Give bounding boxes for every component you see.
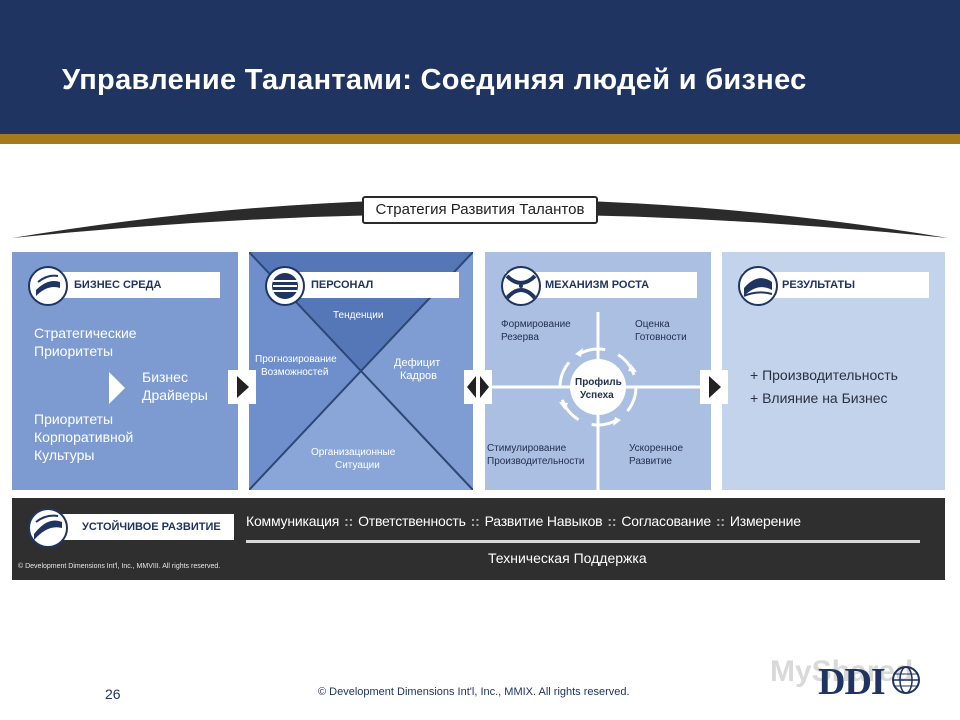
sustainability-bar: УСТОЙЧИВОЕ РАЗВИТИЕ Коммуникация::Ответс… <box>12 498 945 580</box>
org-situations-line1: Организационные <box>311 447 396 458</box>
item-communication: Коммуникация <box>246 513 340 529</box>
item-accountability: Ответственность <box>358 513 466 529</box>
culture-line1: Приоритеты <box>34 411 114 427</box>
globe-icon <box>892 666 920 694</box>
drivers-line2: Драйверы <box>142 387 208 403</box>
readiness-line1: Оценка <box>635 319 670 330</box>
culture-line2: Корпоративной <box>34 429 134 445</box>
connector-arrow-1 <box>228 370 256 404</box>
personnel-logo-icon <box>265 266 305 306</box>
shortage-line2: Кадров <box>400 370 438 382</box>
strategic-line1: Стратегические <box>34 325 137 341</box>
results-panel: РЕЗУЛЬТАТЫ + Производительность + Влияни… <box>722 252 945 490</box>
culture-line3: Культуры <box>34 447 95 463</box>
acceleration-line1: Ускоренное <box>629 443 684 454</box>
shortage-line1: Дефицит <box>394 357 441 369</box>
results-logo-icon <box>738 266 778 306</box>
footer-copyright: © Development Dimensions Int'l, Inc., MM… <box>318 686 630 698</box>
business-environment-panel: БИЗНЕС СРЕДА Стратегические Приоритеты Б… <box>12 252 238 490</box>
result-business-impact: + Влияние на Бизнес <box>750 390 888 406</box>
connector-arrow-2 <box>464 370 492 404</box>
result-productivity: + Производительность <box>750 367 898 383</box>
watermark: MyShared <box>770 655 914 688</box>
gold-divider <box>0 134 960 144</box>
reserve-line1: Формирование <box>501 319 571 330</box>
separator: :: <box>344 513 354 529</box>
business-logo-icon <box>28 266 68 306</box>
separator: :: <box>470 513 480 529</box>
org-situations-line2: Ситуации <box>335 460 380 471</box>
sustain-header: УСТОЙЧИВОЕ РАЗВИТИЕ <box>38 514 234 540</box>
sustain-items: Коммуникация::Ответственность::Развитие … <box>246 513 801 529</box>
personnel-x-diagram <box>249 252 473 490</box>
item-skills: Развитие Навыков <box>484 513 603 529</box>
performance-line1: Стимулирование <box>487 443 567 454</box>
reserve-line2: Резерва <box>501 332 539 343</box>
slide-title: Управление Талантами: Соединяя людей и б… <box>62 64 807 96</box>
diagram-copyright: © Development Dimensions Int'l, Inc., MM… <box>18 563 221 570</box>
item-measurement: Измерение <box>729 513 801 529</box>
forecast-line1: Прогнозирование <box>255 354 337 365</box>
strategy-label: Стратегия Развития Талантов <box>362 196 598 224</box>
performance-line2: Производительности <box>487 456 585 467</box>
growth-logo-icon <box>501 266 541 306</box>
growth-cycle-diagram <box>485 312 711 490</box>
growth-mechanism-panel: МЕХАНИЗМ РОСТА Формирование Резерва Оцен… <box>485 252 711 490</box>
forecast-line2: Возможностей <box>261 367 329 378</box>
slide-header <box>0 0 960 134</box>
item-alignment: Согласование <box>621 513 711 529</box>
technical-support: Техническая Поддержка <box>488 550 647 566</box>
separator: :: <box>715 513 725 529</box>
personnel-panel: ПЕРСОНАЛ Тенденции Прогнозирование Возмо… <box>249 252 473 490</box>
strategy-arch <box>12 199 948 238</box>
acceleration-line2: Развитие <box>629 456 672 467</box>
strategic-line2: Приоритеты <box>34 343 114 359</box>
sustain-divider <box>246 540 920 543</box>
readiness-line2: Готовности <box>635 332 687 343</box>
page-number: 26 <box>105 686 121 702</box>
sustain-logo-icon <box>28 508 68 548</box>
success-profile-line2: Успеха <box>580 390 614 401</box>
connector-arrow-3 <box>700 370 728 404</box>
success-profile-line1: Профиль <box>575 377 622 388</box>
ddi-logo: DDI <box>818 661 886 703</box>
trends-label: Тенденции <box>333 310 384 321</box>
separator: :: <box>607 513 617 529</box>
drivers-arrow-icon <box>109 372 125 404</box>
drivers-line1: Бизнес <box>142 369 188 385</box>
